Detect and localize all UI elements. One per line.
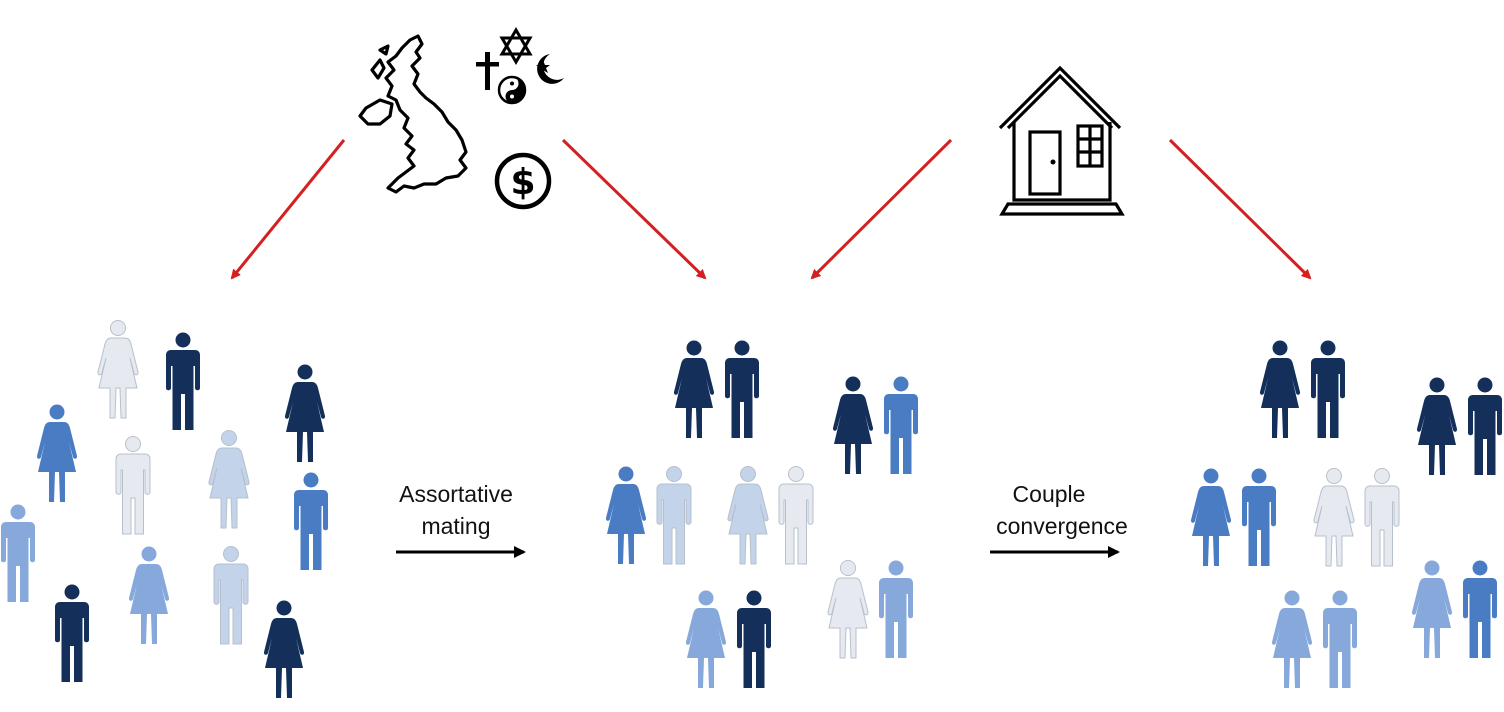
svg-text:$: $ <box>510 162 535 203</box>
female-figure-icon <box>1271 590 1313 688</box>
couple <box>605 466 692 565</box>
door-knob <box>1050 159 1056 165</box>
male-figure-icon <box>294 472 328 570</box>
male-figure-icon <box>55 584 89 682</box>
male-figure-icon <box>1242 468 1276 566</box>
female-figure-icon <box>685 590 727 688</box>
female-figure-icon <box>1411 560 1453 658</box>
red-arrows <box>230 138 1312 280</box>
arrow-house-to-converged <box>1168 138 1312 280</box>
female-figure-icon <box>1190 468 1232 566</box>
arrow-house-to-mated <box>810 138 953 280</box>
male-figure-icon <box>1 504 35 602</box>
male-figure-icon <box>213 546 249 645</box>
label-convergence-line2: convergence <box>996 513 1128 539</box>
couple <box>827 560 913 659</box>
female-figure-icon <box>263 600 305 698</box>
mated-couples <box>605 340 918 688</box>
couple <box>727 466 814 565</box>
female-figure-icon <box>605 466 647 564</box>
male-figure-icon <box>1323 590 1357 688</box>
couple <box>1259 340 1345 438</box>
female-figure-icon <box>284 364 326 462</box>
couple <box>1313 468 1400 567</box>
converged-couples <box>1190 340 1502 688</box>
female-figure-icon <box>727 466 769 565</box>
dollar-coin-icon: $ <box>494 152 552 210</box>
male-figure-icon <box>1364 468 1400 567</box>
couple <box>1411 560 1497 658</box>
couple <box>1271 590 1357 688</box>
female-figure-icon <box>1259 340 1301 438</box>
house-icon <box>998 65 1125 216</box>
male-figure-icon <box>115 436 151 535</box>
male-figure-icon <box>725 340 759 438</box>
male-figure-icon <box>737 590 771 688</box>
religion-symbols-icon <box>476 27 564 105</box>
male-figure-icon <box>656 466 692 565</box>
label-assortative-line2: mating <box>421 513 490 539</box>
female-figure-icon <box>208 430 250 529</box>
female-figure-icon <box>832 376 874 474</box>
male-figure-icon <box>884 376 918 474</box>
arrow-map-to-mated <box>561 138 707 280</box>
female-figure-icon <box>1416 377 1458 475</box>
female-figure-icon <box>673 340 715 438</box>
couple <box>673 340 759 438</box>
male-figure-icon <box>778 466 814 565</box>
arrow-map-to-population <box>230 139 346 280</box>
label-assortative-line1: Assortative <box>399 481 513 507</box>
label-convergence-line1: Couple <box>1013 481 1086 507</box>
female-figure-icon <box>128 546 170 644</box>
population-figures <box>1 320 328 698</box>
couple <box>1190 468 1276 566</box>
female-figure-icon <box>36 404 78 502</box>
male-figure-icon <box>1311 340 1345 438</box>
male-figure-icon <box>1463 560 1497 658</box>
male-figure-icon <box>1468 377 1502 475</box>
couple <box>685 590 771 688</box>
couple <box>1416 377 1502 475</box>
uk-map-icon <box>358 34 468 194</box>
couple <box>832 376 918 474</box>
male-figure-icon <box>166 332 200 430</box>
female-figure-icon <box>1313 468 1355 567</box>
male-figure-icon <box>879 560 913 658</box>
female-figure-icon <box>97 320 139 419</box>
female-figure-icon <box>827 560 869 659</box>
